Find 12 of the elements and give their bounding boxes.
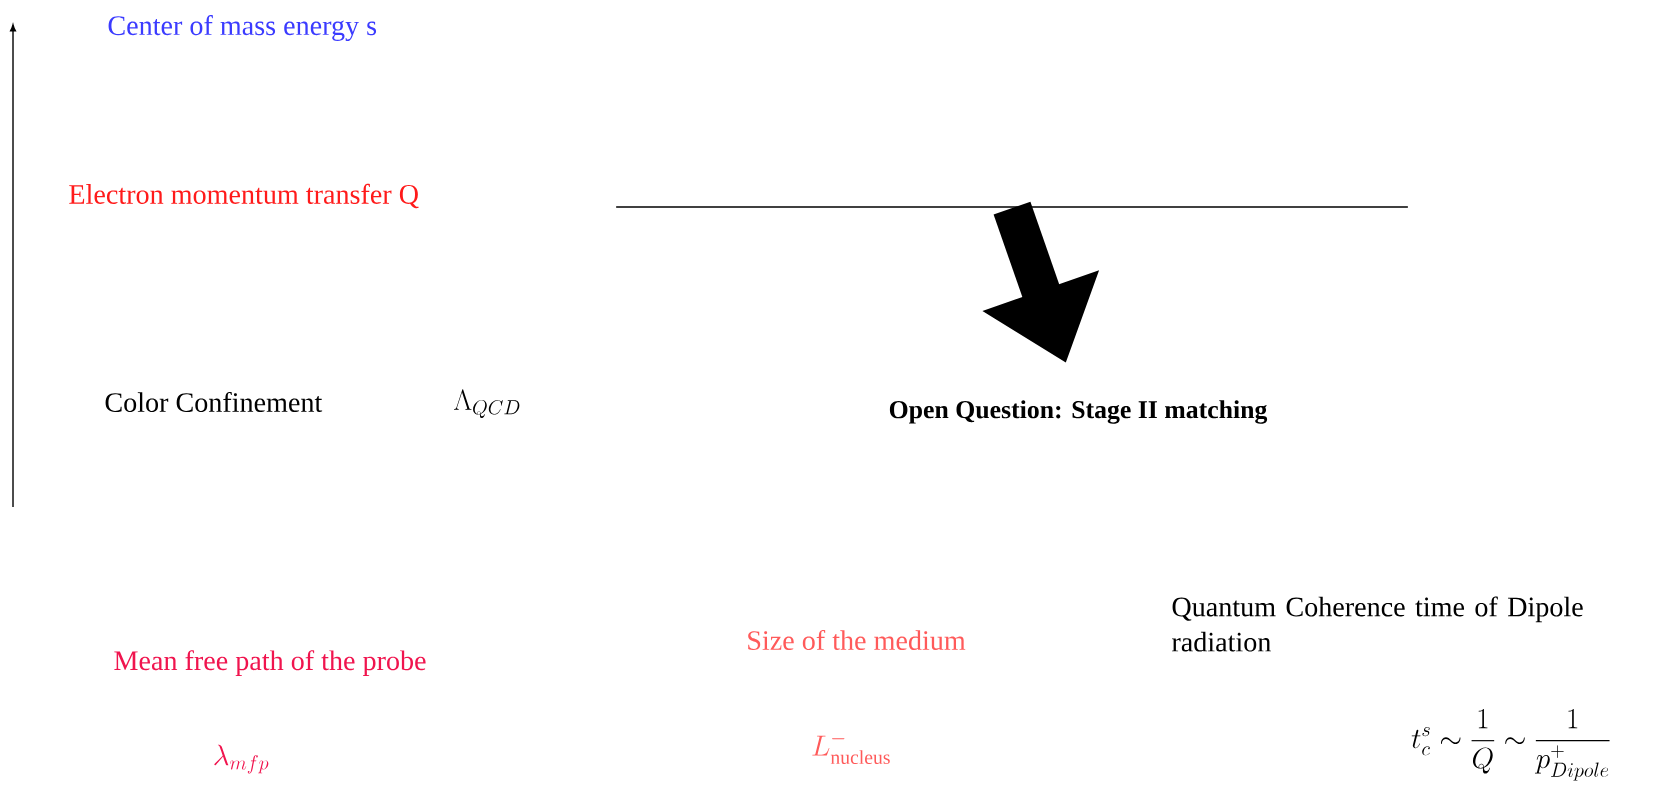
formula: $t_c^s \sim \frac{1}{Q} \sim \frac{1}{p^{+}_{Dipole}}$ [1411,709,1610,781]
scale-label: Size of the medium [748,630,966,651]
axis-label: Color Confinement [105,392,323,413]
formula: $\lambda_{mfp}$ [214,744,269,774]
axis-label: Electron momentum transfer Q [69,183,419,209]
scale-label: Mean free path of the probe [114,650,426,676]
question-text: Open Question: Stage II matching [889,400,1268,424]
axis-label: Center of mass energy s [108,15,377,41]
horizontal-line [616,206,1408,208]
formula: $\Lambda_{QCD}$ [454,389,520,419]
description-text: Quantum Coherence time of Dipole radiation [1172,596,1583,652]
formula: $L^{-}_{\mathrm{nucleus}}$ [812,735,890,764]
